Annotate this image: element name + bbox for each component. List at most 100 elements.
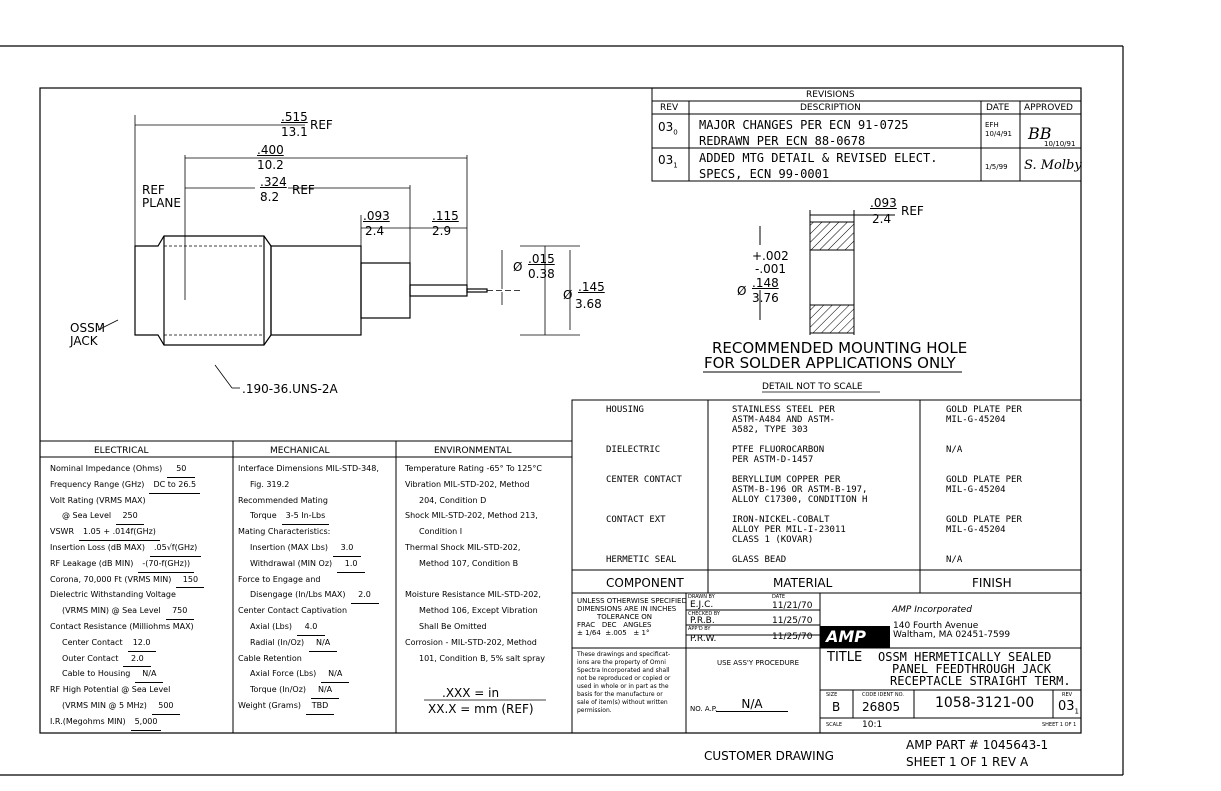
- mech-line: Force to Engage and: [238, 572, 394, 588]
- elec-line: Insertion Loss (dB MAX).05√f(GHz): [50, 540, 230, 557]
- env-line: Thermal Shock MIL-STD-202,: [405, 542, 521, 552]
- mounting-hole-note-1: RECOMMENDED MOUNTING HOLE: [712, 339, 968, 357]
- drawn-by-label: DRAWN BY: [688, 594, 715, 600]
- spec-label: Cable Retention: [238, 653, 302, 663]
- material-row-hermetic-seal-component: HERMETIC SEAL: [606, 555, 677, 565]
- spec-label: Axial (Lbs): [250, 621, 293, 631]
- material-header: MATERIAL: [773, 576, 833, 590]
- spec-value: 50: [167, 461, 196, 478]
- material-row-dielectric-component: DIELECTRIC: [606, 445, 661, 455]
- drawing-number: 1058-3121-00: [935, 695, 1035, 711]
- dim-145-in: .145: [578, 280, 605, 294]
- dim-515-mm: 13.1: [281, 125, 308, 139]
- dim-015-in: .015: [528, 252, 555, 266]
- rev-row-1-line1: MAJOR CHANGES PER ECN 91-0725: [699, 118, 909, 132]
- elec-line: RF High Potential @ Sea Level: [50, 682, 230, 698]
- spec-label: Nominal Impedance (Ohms): [50, 464, 163, 473]
- elec-line: Corona, 70,000 Ft (VRMS MIN) 150: [50, 572, 230, 589]
- dim-515-ref: REF: [310, 118, 333, 132]
- drawn-by: E.J.C.: [690, 600, 714, 610]
- spec-value: N/A: [309, 635, 338, 652]
- detail-tol-plus: +.002: [752, 249, 789, 263]
- approved-by-label: APP'D BY: [688, 626, 711, 632]
- rev-value: 031: [1058, 699, 1080, 716]
- spec-value: 3.0: [333, 540, 362, 557]
- spec-label: Disengage (In/Lbs MAX): [250, 590, 346, 600]
- approved-date: 11/25/70: [772, 632, 813, 642]
- detail-phi-symbol: Ø: [737, 284, 747, 298]
- spec-label: VSWR: [50, 527, 75, 537]
- elec-line: Nominal Impedance (Ohms) 50: [50, 461, 230, 478]
- elec-line: Contact Resistance (Milliohms MAX): [50, 619, 230, 635]
- spec-label: Corona, 70,000 Ft (VRMS MIN): [50, 574, 172, 584]
- spec-value: 4.0: [297, 619, 326, 636]
- sheet-label: SHEET 1 OF 1: [1042, 722, 1077, 728]
- rev-row-1-approved-date: 10/10/91: [1044, 140, 1076, 148]
- spec-label: (VRMS MIN) @ Sea Level: [62, 606, 161, 616]
- units-inch-note: .XXX = in: [442, 686, 500, 700]
- mechanical-spec-list: Interface Dimensions MIL-STD-348,Fig. 31…: [238, 461, 394, 715]
- phi-015-symbol: Ø: [513, 260, 523, 274]
- spec-label: Insertion (MAX Lbs): [250, 542, 329, 552]
- ossm-jack-label-1: OSSM: [70, 321, 106, 335]
- dim-093-in: .093: [363, 209, 390, 223]
- rev-row-2-rev: 031: [658, 153, 678, 170]
- material-row-dielectric-finish: N/A: [946, 445, 963, 455]
- company-name: AMP Incorporated: [892, 605, 972, 615]
- spec-value: 150: [176, 572, 205, 589]
- approved-by: P.R.W.: [690, 634, 717, 644]
- spec-label: Center Contact: [62, 637, 123, 647]
- checked-by-label: CHECKED BY: [688, 611, 720, 617]
- spec-label: Mating Characteristics:: [238, 527, 331, 537]
- spec-value: 750: [165, 603, 194, 620]
- spec-label: @ Sea Level: [62, 511, 112, 521]
- material-row-contact-ext-component: CONTACT EXT: [606, 515, 666, 525]
- mech-line: Withdrawal (MIN Oz)1.0: [238, 556, 394, 573]
- elec-line: (VRMS MIN) @ Sea Level 750: [50, 603, 230, 620]
- units-mm-note: XX.X = mm (REF): [428, 702, 534, 716]
- spec-label: Torque: [250, 511, 277, 521]
- amp-logo-box: [820, 626, 890, 648]
- drawing-title-2: PANEL FEEDTHROUGH JACK: [892, 662, 1051, 676]
- spec-value: N/A: [321, 666, 350, 684]
- spec-value: 1.05 + .014f(GHz): [79, 524, 160, 541]
- environmental-title: ENVIRONMENTAL: [434, 446, 512, 456]
- elec-line: RF Leakage (dB MIN) -(70-f(GHz)): [50, 556, 230, 573]
- env-line: [405, 572, 570, 588]
- spec-value: 1.0: [337, 556, 366, 573]
- ref-plane-label-2: PLANE: [142, 196, 181, 210]
- spec-label: RF High Potential @ Sea Level: [50, 685, 171, 695]
- spec-value: -(70-f(GHz)): [138, 556, 195, 573]
- mech-line: Insertion (MAX Lbs) 3.0: [238, 540, 394, 557]
- rev-row-1-signature: BB: [1028, 124, 1052, 143]
- checked-by: P.R.B.: [690, 616, 715, 626]
- elec-line: I.R.(Megohms MIN)5,000: [50, 714, 230, 731]
- spec-value: 2.0: [123, 651, 152, 668]
- spec-value: DC to 26.5: [149, 477, 201, 494]
- checked-date: 11/25/70: [772, 616, 813, 626]
- finish-header: FINISH: [972, 576, 1012, 590]
- mech-line: Mating Characteristics:: [238, 524, 394, 540]
- detail-dim-ref: REF: [901, 204, 924, 218]
- mech-line: Radial (In/Oz)N/A: [238, 635, 394, 652]
- spec-label: Center Contact Captivation: [238, 606, 348, 616]
- dim-115-in: .115: [432, 209, 459, 223]
- dim-324-ref: REF: [292, 183, 315, 197]
- elec-line: (VRMS MIN @ 5 MHz)500: [50, 698, 230, 715]
- dim-515-in: .515: [281, 110, 308, 124]
- mech-line: Disengage (In/Lbs MAX)2.0: [238, 587, 394, 605]
- spec-label: RF Leakage (dB MIN): [50, 558, 134, 568]
- code-ident-label: CODE IDENT NO.: [862, 692, 904, 698]
- spec-value: N/A: [311, 682, 340, 699]
- mech-line: Torque (In/Oz)N/A: [238, 682, 394, 699]
- spec-label: Contact Resistance (Milliohms MAX): [50, 621, 194, 631]
- size-value: B: [832, 700, 841, 714]
- description-header: DESCRIPTION: [800, 103, 861, 113]
- spec-label: Dielectric Withstanding Voltage: [50, 590, 176, 600]
- rev-row-2-signature: S. Molby: [1024, 158, 1082, 173]
- amp-logo: AMP: [826, 627, 867, 646]
